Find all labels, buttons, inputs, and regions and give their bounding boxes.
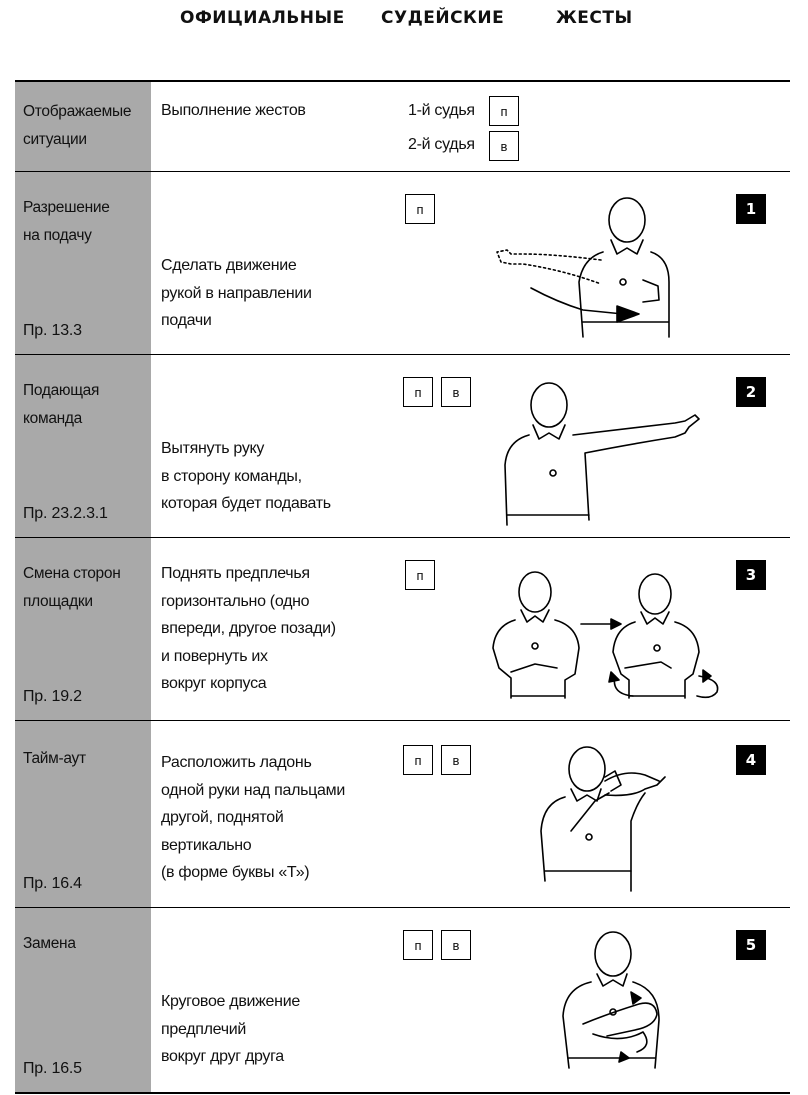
gesture-illustration-2 [504,382,700,526]
row-rule: Пр. 23.2.3.1 [23,505,108,522]
gesture-illustration-5 [562,931,660,1069]
row-description: Вытянуть руку в сторону команды, которая… [161,440,331,512]
title-word-3: ЖЕСТЫ [556,8,633,28]
referee-box-1: п [405,194,435,224]
row-situation: Разрешение на подачу [23,199,110,244]
referee-box-1: п [405,560,435,590]
gesture-number: 2 [736,377,766,407]
title-word-1: ОФИЦИАЛЬНЫЕ [180,8,345,28]
gesture-illustration-4 [540,746,666,892]
header-ref2-box: в [489,131,519,161]
table-row: Смена сторон площадки Пр. 19.2 Поднять п… [15,538,790,721]
row-rule: Пр. 13.3 [23,322,82,339]
row-situation: Замена [23,935,76,952]
row-rule: Пр. 16.4 [23,875,82,892]
referee-box-2: в [441,377,471,407]
header-situations: Отображаемые ситуации [23,103,132,148]
table-row: Замена Пр. 16.5 Круговое движение предпл… [15,908,790,1092]
referee-box-1: п [403,377,433,407]
gesture-number: 5 [736,930,766,960]
referee-box-2: в [441,745,471,775]
header-ref1-label: 1-й судья [408,102,475,119]
row-description: Круговое движение предплечий вокруг друг… [161,993,300,1065]
gesture-number: 1 [736,194,766,224]
gesture-number: 3 [736,560,766,590]
gesture-number: 4 [736,745,766,775]
table-row: Подающая команда Пр. 23.2.3.1 Вытянуть р… [15,355,790,538]
row-description: Поднять предплечья горизонтально (одно в… [161,565,336,692]
table-header-row: Отображаемые ситуации Выполнение жестов … [15,82,790,172]
title-word-2: СУДЕЙСКИЕ [381,8,505,28]
row-description: Расположить ладонь одной руки над пальца… [161,754,345,881]
page-title: ОФИЦИАЛЬНЫЕ СУДЕЙСКИЕ ЖЕСТЫ [0,8,808,32]
header-ref1-box: п [489,96,519,126]
referee-box-1: п [403,930,433,960]
header-performance: Выполнение жестов [161,102,306,119]
row-situation: Смена сторон площадки [23,565,121,610]
referee-box-2: в [441,930,471,960]
row-rule: Пр. 16.5 [23,1060,82,1077]
header-ref2-label: 2-й судья [408,136,475,153]
table-row: Разрешение на подачу Пр. 13.3 Сделать дв… [15,172,790,355]
row-situation: Тайм-аут [23,750,86,767]
row-rule: Пр. 19.2 [23,688,82,705]
gesture-illustration-1 [496,197,670,338]
row-description: Сделать движение рукой в направлении под… [161,257,312,329]
gesture-illustration-3 [492,571,719,699]
gestures-table: Отображаемые ситуации Выполнение жестов … [15,80,790,1094]
referee-box-1: п [403,745,433,775]
table-row: Тайм-аут Пр. 16.4 Расположить ладонь одн… [15,721,790,908]
row-situation: Подающая команда [23,382,100,427]
